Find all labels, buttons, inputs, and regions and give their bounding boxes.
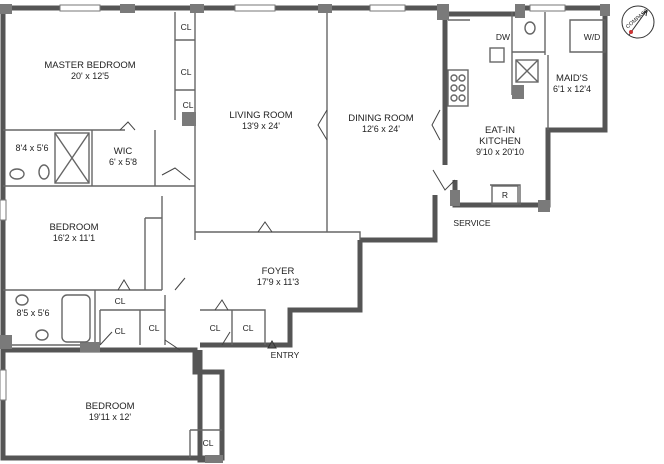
bedroom2-size: 16'2 x 11'1 <box>53 233 95 243</box>
dishwasher-label: DW <box>496 32 510 42</box>
closet-label: CL <box>181 67 192 77</box>
structural-columns <box>0 4 610 463</box>
stove-icon <box>447 69 469 107</box>
fixtures <box>9 21 539 343</box>
interior-walls <box>3 12 606 458</box>
refrigerator-icon <box>491 185 519 205</box>
bath2-size: 8'5 x 5'6 <box>17 308 50 318</box>
closet-labels: CL CL CL CL CL CL CL CL CL DW W/D R <box>115 22 601 448</box>
living-room-size: 13'9 x 24' <box>242 121 280 131</box>
living-room-name: LIVING ROOM <box>229 110 292 121</box>
closet-label: CL <box>183 100 194 110</box>
sink-icon <box>9 168 25 180</box>
bedroom3-size: 19'11 x 12' <box>89 412 132 422</box>
washer-dryer-label: W/D <box>584 32 601 42</box>
maids-toilet-icon <box>524 21 536 35</box>
toilet-icon-2 <box>35 329 49 341</box>
bedroom2-name: BEDROOM <box>49 222 98 233</box>
entry-marker: ENTRY <box>267 339 300 360</box>
door-swings <box>99 109 456 351</box>
service-label: SERVICE <box>453 218 490 228</box>
room-labels: MASTER BEDROOM 20' x 12'5 WIC 6' x 5'8 8… <box>16 60 591 422</box>
dining-room-size: 12'6 x 24' <box>362 124 400 134</box>
foyer-size: 17'9 x 11'3 <box>257 277 299 287</box>
maids-size: 6'1 x 12'4 <box>553 84 591 94</box>
wic-name: WIC <box>114 146 133 157</box>
entry-label: ENTRY <box>271 350 300 360</box>
master-bedroom-name: MASTER BEDROOM <box>44 60 135 71</box>
refrigerator-label: R <box>502 190 508 200</box>
shower-icon <box>54 132 90 184</box>
windows <box>0 4 566 401</box>
master-bedroom-size: 20' x 12'5 <box>71 71 109 81</box>
bathtub-icon <box>61 294 91 343</box>
closet-label: CL <box>149 323 160 333</box>
kitchen-name-line1: EAT-IN <box>485 125 515 136</box>
bedroom3-name: BEDROOM <box>85 401 134 412</box>
foyer-name: FOYER <box>262 266 295 277</box>
toilet-icon <box>38 164 50 180</box>
dining-room-name: DINING ROOM <box>348 113 414 124</box>
wic-size: 6' x 5'8 <box>109 157 137 167</box>
closet-label: CL <box>115 296 126 306</box>
compass: COMPASS <box>621 5 655 39</box>
kitchen-name-line2: KITCHEN <box>479 136 521 147</box>
kitchen-size: 9'10 x 20'10 <box>476 147 524 157</box>
closet-label: CL <box>243 323 254 333</box>
closet-label: CL <box>181 22 192 32</box>
entry-arrow-icon <box>267 339 277 349</box>
closet-label: CL <box>203 438 214 448</box>
master-bath-size: 8'4 x 5'6 <box>16 143 49 153</box>
closet-label: CL <box>210 323 221 333</box>
maids-shower-icon <box>515 59 539 83</box>
closet-label: CL <box>115 326 126 336</box>
kitchen-sink-icon <box>489 47 505 63</box>
sink-icon-2 <box>15 294 29 306</box>
maids-name: MAID'S <box>556 73 588 84</box>
